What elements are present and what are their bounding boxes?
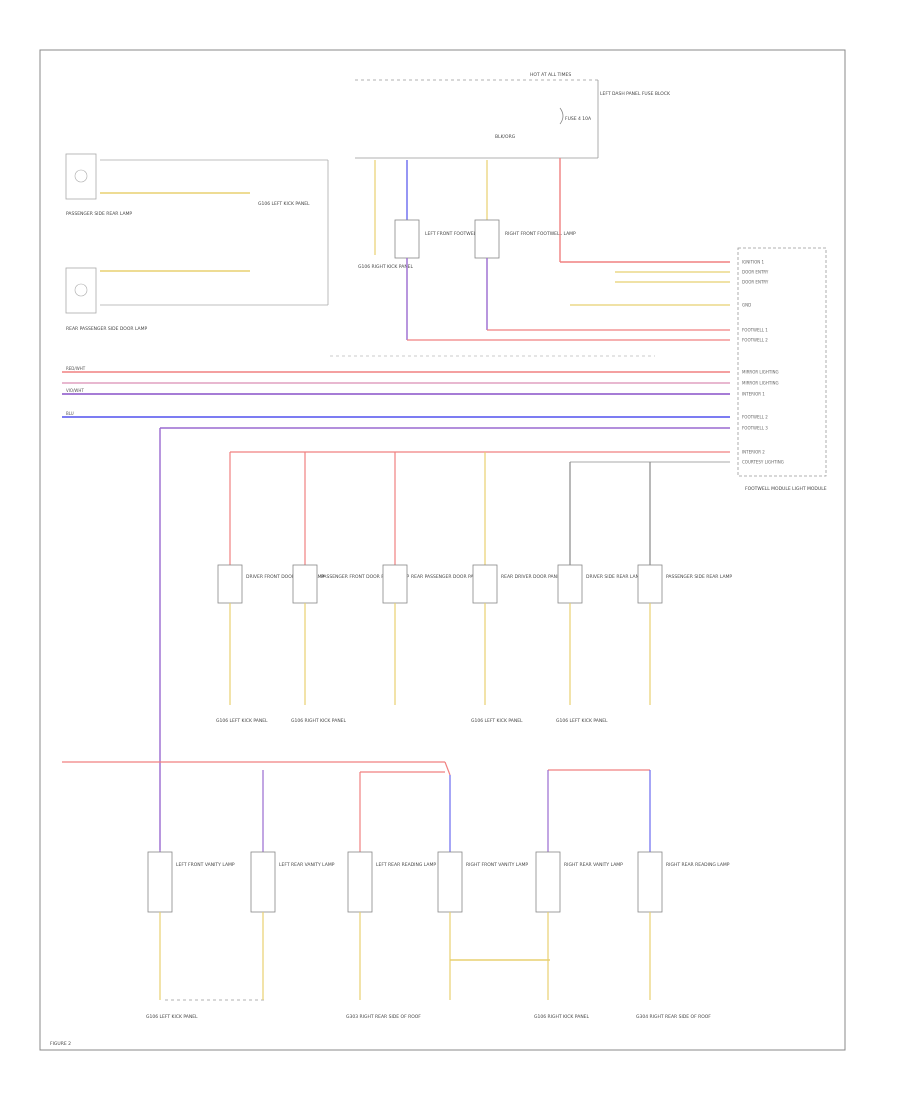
middle-ground-label: G106 LEFT KICK PANEL xyxy=(471,718,523,724)
middle-lamp: REAR DRIVER DOOR PANEL LAMP xyxy=(472,452,576,705)
footer-text: FIGURE 2 xyxy=(50,1041,71,1047)
bottom-ground-label: G304 RIGHT REAR SIDE OF ROOF xyxy=(636,1014,711,1020)
bottom-ground-label: G106 LEFT KICK PANEL xyxy=(146,1014,198,1020)
bottom-lamps: LEFT FRONT VANITY LAMP LEFT REAR VANITY L… xyxy=(146,770,730,1020)
module-pin-label: INTERIOR 1 xyxy=(742,392,765,397)
fuse-block: HOT AT ALL TIMES LEFT DASH PANEL FUSE BL… xyxy=(355,72,671,159)
horizontal-bus: RED/WHT VIO/WHT BLU xyxy=(62,366,730,463)
bottom-ground-label: G106 RIGHT KICK PANEL xyxy=(534,1014,590,1020)
wire-label-red: RED/WHT xyxy=(66,366,86,371)
module-pin-label: GND xyxy=(742,303,751,308)
middle-lamp-label: REAR DRIVER DOOR PANEL LAMP xyxy=(501,574,576,580)
module-pin-label: DOOR ENTRY xyxy=(742,270,769,275)
bottom-lamp-label: RIGHT REAR READING LAMP xyxy=(666,862,730,868)
bottom-ground-label: G303 RIGHT REAR SIDE OF ROOF xyxy=(346,1014,421,1020)
bottom-lamp-label: LEFT REAR READING LAMP xyxy=(376,862,436,868)
middle-lamp: DRIVER SIDE REAR LAMP xyxy=(557,462,642,705)
footwell-module: FOOTWELL MODULE LIGHT MODULE IGNITION 1 D… xyxy=(737,247,827,492)
connector-label: BLK/ORG xyxy=(495,134,516,140)
module-pin-label: DOOR ENTRY xyxy=(742,280,769,285)
middle-lamp: DRIVER FRONT DOOR PANEL LAMP xyxy=(217,452,325,705)
module-pin-label: MIRROR LIGHTING xyxy=(742,370,779,375)
middle-lamp: PASSENGER SIDE REAR LAMP xyxy=(637,462,732,705)
module-pin-label: FOOTWELL 2 xyxy=(742,338,768,343)
bottom-lamp-label: RIGHT FRONT VANITY LAMP xyxy=(466,862,528,868)
top-left-lamps: PASSENGER SIDE REAR LAMP REAR PASSENGER … xyxy=(65,153,329,332)
bottom-lamp: LEFT REAR READING LAMP xyxy=(347,772,436,1000)
middle-lamp-label: PASSENGER FRONT DOOR PANEL LAMP xyxy=(321,574,409,580)
middle-lamp-label: PASSENGER SIDE REAR LAMP xyxy=(666,574,732,580)
module-pin-label: MIRROR LIGHTING xyxy=(742,381,779,386)
bottom-lamp-label: RIGHT REAR VANITY LAMP xyxy=(564,862,623,868)
middle-lamp: PASSENGER FRONT DOOR PANEL LAMP xyxy=(292,452,409,705)
module-pin-label: FOOTWELL 3 xyxy=(742,426,768,431)
fuse-label: FUSE 4 10A xyxy=(565,116,592,122)
top-lamp-b: RIGHT FRONT FOOTWELL LAMP xyxy=(474,160,730,331)
middle-lamp-label: DRIVER FRONT DOOR PANEL LAMP xyxy=(246,574,325,580)
header-text: HOT AT ALL TIMES xyxy=(530,72,571,78)
top-ground-label: G106 RIGHT KICK PANEL xyxy=(358,264,414,270)
middle-ground-label: G106 RIGHT KICK PANEL xyxy=(291,718,347,724)
module-pin-label: FOOTWELL 1 xyxy=(742,328,768,333)
bottom-lamp: LEFT FRONT VANITY LAMP xyxy=(147,850,235,1000)
middle-ground-label: G106 LEFT KICK PANEL xyxy=(556,718,608,724)
bottom-lamp: RIGHT FRONT VANITY LAMP xyxy=(437,775,528,1000)
middle-ground-label: G106 LEFT KICK PANEL xyxy=(216,718,268,724)
diagram-frame xyxy=(39,49,846,1051)
bottom-lamp-label: LEFT REAR VANITY LAMP xyxy=(279,862,335,868)
rear-lamp-label: REAR PASSENGER SIDE DOOR LAMP xyxy=(66,326,148,332)
top-left-ground-label: G106 LEFT KICK PANEL xyxy=(258,201,310,207)
bottom-lamp: RIGHT REAR READING LAMP xyxy=(637,770,730,1000)
lamp-b-label: RIGHT FRONT FOOTWELL LAMP xyxy=(505,231,576,237)
module-pin-label: INTERIOR 2 xyxy=(742,450,765,455)
wire-label-blue: BLU xyxy=(66,411,74,416)
module-pin-label: FOOTWELL 2 xyxy=(742,415,768,420)
bottom-lamp-label: LEFT FRONT VANITY LAMP xyxy=(176,862,235,868)
front-lamp-label: PASSENGER SIDE REAR LAMP xyxy=(66,211,132,217)
middle-lamp-label: REAR PASSENGER DOOR PANEL LAMP xyxy=(411,574,496,580)
module-name: FOOTWELL MODULE LIGHT MODULE xyxy=(745,486,827,492)
bottom-lamp: RIGHT REAR VANITY LAMP xyxy=(535,770,623,1000)
bottom-section xyxy=(62,428,650,1001)
bottom-lamp: LEFT REAR VANITY LAMP xyxy=(250,770,335,1000)
middle-lamp-label: DRIVER SIDE REAR LAMP xyxy=(586,574,642,580)
top-lamp-a: G106 RIGHT KICK PANEL LEFT FRONT FOOTWEL… xyxy=(358,160,730,341)
fuse-block-label: LEFT DASH PANEL FUSE BLOCK xyxy=(600,91,671,97)
lamp-a-label: LEFT FRONT FOOTWELL LAMP xyxy=(425,231,493,237)
module-pin-label: COURTESY LIGHTING xyxy=(742,460,784,465)
wire-label-violet: VIO/WHT xyxy=(66,388,84,393)
middle-lamp: REAR PASSENGER DOOR PANEL LAMP xyxy=(382,452,496,705)
module-pin-label: IGNITION 1 xyxy=(742,260,764,265)
